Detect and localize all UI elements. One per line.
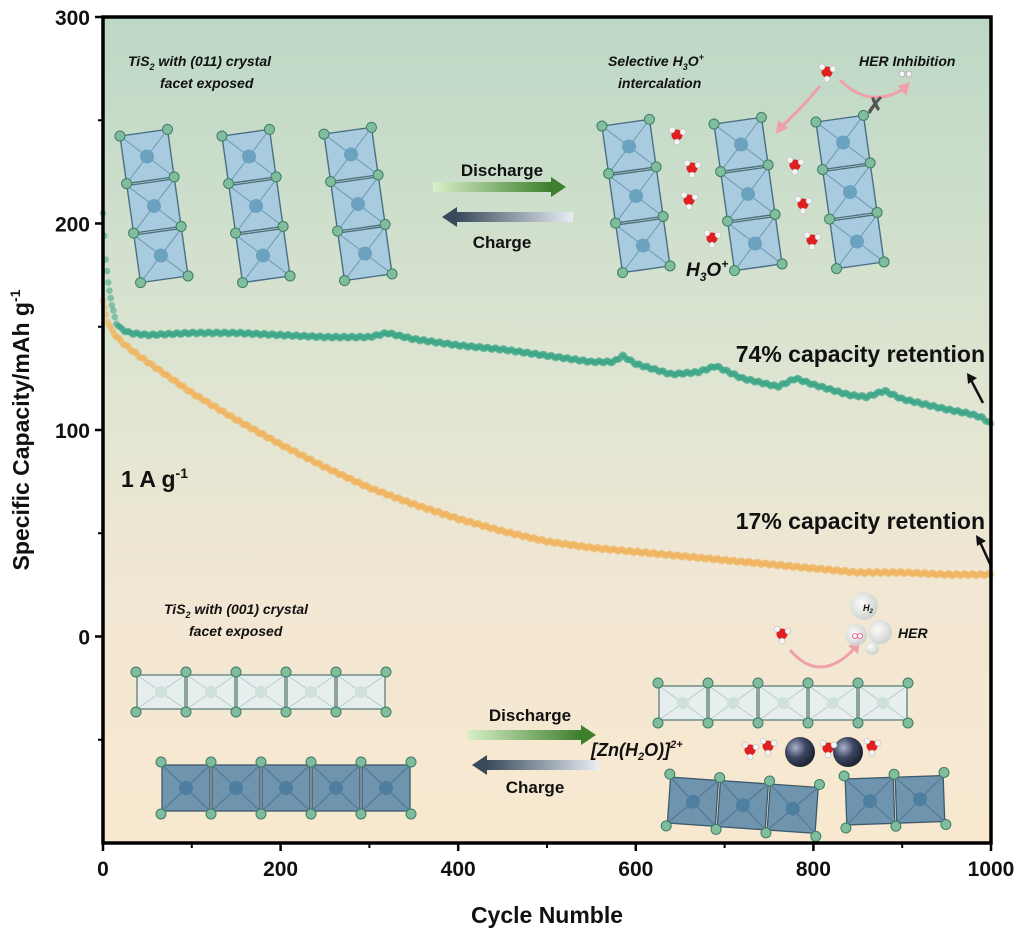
bottom-facet-title-line1: TiS2 with (001) crystal xyxy=(164,601,309,620)
x-tick-label: 400 xyxy=(441,858,476,881)
retention-arrows xyxy=(967,373,993,567)
x-tick-label: 200 xyxy=(263,858,298,881)
top-facet-title-line1: TiS2 with (011) crystal xyxy=(128,53,272,72)
retention-bottom-label: 17% capacity retention xyxy=(736,508,985,534)
series-layer xyxy=(99,209,995,580)
svg-text:✗: ✗ xyxy=(866,93,884,118)
her-label: HER xyxy=(898,625,928,641)
top-schematic: ✗ xyxy=(113,63,913,289)
h2-label: H2 xyxy=(863,603,874,615)
discharge-label-bottom: Discharge xyxy=(489,706,571,725)
charge-arrow-top xyxy=(442,207,573,227)
y-tick-label: 100 xyxy=(55,420,90,443)
discharge-label-top: Discharge xyxy=(461,161,543,180)
series-1 xyxy=(99,297,995,580)
data-point xyxy=(107,294,114,302)
bottom-facet-title-line2: facet exposed xyxy=(189,623,283,639)
series-0 xyxy=(99,209,995,428)
x-tick-label: 800 xyxy=(796,858,831,881)
x-tick-label: 1000 xyxy=(968,858,1015,881)
h3o-label: H3O+ xyxy=(686,257,728,284)
charge-label-top: Charge xyxy=(473,233,532,252)
discharge-arrow-top xyxy=(433,177,566,197)
y-axis-label: Specific Capacity/mAh g-1 xyxy=(7,289,34,570)
data-point xyxy=(110,307,117,314)
rate-label: 1 A g-1 xyxy=(121,465,188,492)
data-point xyxy=(103,267,111,275)
zn-complex-label: [Zn(H2O)]2+ xyxy=(590,739,683,763)
charge-label-bottom: Charge xyxy=(506,778,565,797)
x-axis-label: Cycle Numble xyxy=(471,902,623,928)
x-tick-label: 0 xyxy=(97,858,109,881)
data-point xyxy=(105,279,112,286)
y-tick-label: 200 xyxy=(55,214,90,237)
y-tick-label: 300 xyxy=(55,7,90,30)
data-point xyxy=(106,287,113,295)
x-tick-label: 600 xyxy=(618,858,653,881)
top-facet-title-line2: facet exposed xyxy=(160,75,254,91)
data-point xyxy=(108,301,116,309)
retention-top-label: 74% capacity retention xyxy=(736,341,985,367)
intercalation-label: intercalation xyxy=(618,75,701,91)
data-point xyxy=(111,313,119,321)
bottom-schematic xyxy=(130,592,952,843)
charge-arrow-bottom xyxy=(472,755,599,775)
y-tick-label: 0 xyxy=(78,627,90,650)
ticks-layer: 0 200 400 600 800 1000 0 100 200 300 xyxy=(55,7,1014,881)
selective-label: Selective H3O+ xyxy=(608,52,705,72)
discharge-arrow-bottom xyxy=(467,725,596,745)
her-inhibition-label: HER Inhibition xyxy=(859,53,955,69)
